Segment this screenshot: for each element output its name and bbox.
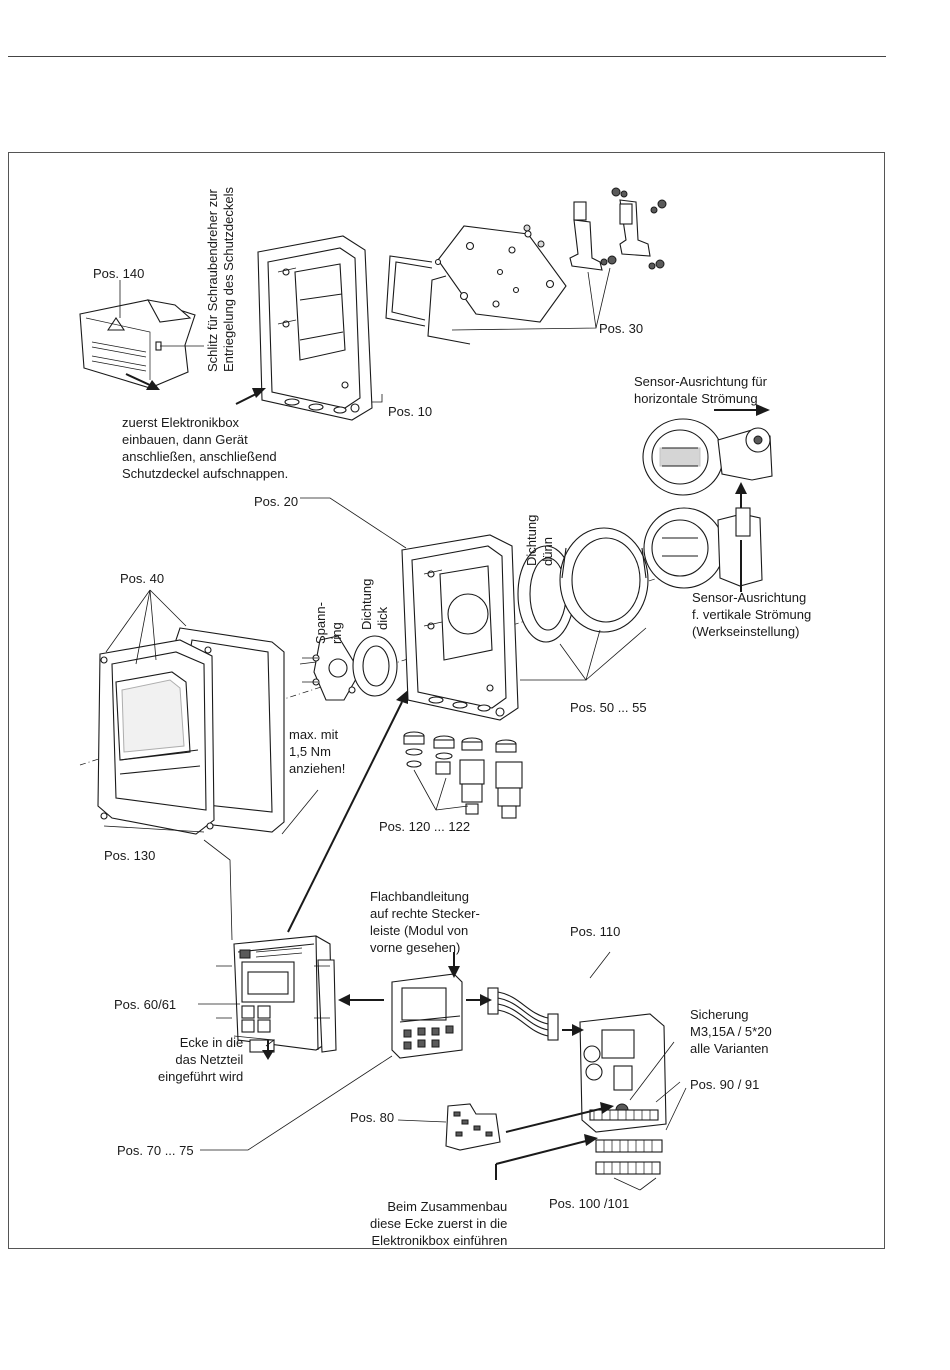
wall-housing [401, 534, 519, 721]
u-bolts [385, 255, 471, 345]
label-sensor-vertical: Sensor-Ausrichtung f. vertikale Strömung… [692, 590, 812, 639]
power-supply-board [579, 1013, 667, 1133]
label-pos-60-61: Pos. 60/61 [114, 997, 177, 1012]
pipe-brackets [569, 187, 667, 271]
clamping-ring [299, 635, 361, 701]
front-module [391, 973, 463, 1059]
terminal-strips [595, 1139, 663, 1175]
label-pos-140: Pos. 140 [93, 266, 145, 281]
assembly-arrows [125, 373, 770, 1180]
cable-glands [403, 731, 523, 819]
label-pos-80: Pos. 80 [350, 1110, 395, 1125]
label-dichtung-dick: Dichtung dick [359, 578, 390, 630]
sensor-vertical [643, 507, 763, 589]
label-ecke-netzteil: Ecke in die das Netzteil eingeführt wird [158, 1035, 244, 1084]
label-pos-90-91: Pos. 90 / 91 [690, 1077, 760, 1092]
interface-pcb [445, 1103, 501, 1151]
label-flachbandleitung: Flachbandleitung auf rechte Stecker- lei… [370, 889, 480, 955]
label-pos-20: Pos. 20 [254, 494, 299, 509]
label-zuerst-elektronikbox: zuerst Elektronikbox einbauen, dann Gerä… [122, 415, 289, 481]
label-pos-130: Pos. 130 [104, 848, 156, 863]
label-spannring: Spann- ring [313, 602, 344, 644]
ribbon-cable [487, 987, 559, 1041]
mounting-plate [434, 224, 567, 323]
label-pos-70-75: Pos. 70 ... 75 [117, 1143, 194, 1158]
front-cover [97, 639, 215, 835]
electronics-box [216, 935, 337, 1053]
sensor-horizontal [642, 418, 773, 496]
label-pos-30: Pos. 30 [599, 321, 644, 336]
label-pos-110: Pos. 110 [570, 924, 621, 939]
label-sicherung: Sicherung M3,15A / 5*20 alle Varianten [690, 1007, 772, 1056]
adapter-ring [559, 527, 649, 633]
label-pos-50-55: Pos. 50 ... 55 [570, 700, 647, 715]
label-pos-10: Pos. 10 [388, 404, 433, 419]
label-pos-120-122: Pos. 120 ... 122 [379, 819, 471, 834]
label-sensor-horizontal: Sensor-Ausrichtung für horizontale Ström… [634, 374, 767, 406]
thin-gasket [517, 545, 575, 643]
header-rule [8, 56, 886, 57]
diagram-frame [8, 152, 885, 1249]
label-pos-100-101: Pos. 100 /101 [549, 1196, 630, 1211]
label-beim-zusammenbau: Beim Zusammenbau diese Ecke zuerst in di… [370, 1199, 508, 1248]
mounting-housing-top [257, 235, 373, 421]
protective-cover-part [79, 299, 196, 389]
label-schlitz: Schlitz für Schraubendreher zur Entriege… [205, 186, 236, 372]
label-pos-40: Pos. 40 [120, 571, 165, 586]
thick-gasket [352, 635, 398, 697]
leader-lines [103, 267, 687, 1191]
label-dichtung-duenn: Dichtung dünn [524, 514, 555, 566]
label-max-nm: max. mit 1,5 Nm anziehen! [289, 727, 346, 776]
